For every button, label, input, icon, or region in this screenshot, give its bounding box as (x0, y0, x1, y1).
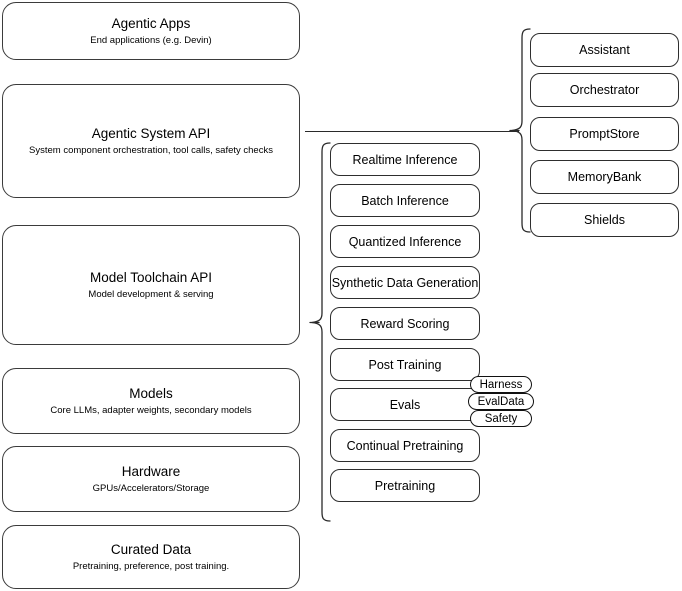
component-label: Quantized Inference (348, 234, 462, 249)
evals-tag-label: EvalData (477, 395, 525, 408)
component-label: Batch Inference (361, 193, 449, 208)
component-label: Reward Scoring (360, 316, 450, 331)
component-label: Evals (389, 397, 421, 412)
evals-tag-label: Harness (479, 378, 523, 391)
evals-tag-label: Safety (484, 412, 518, 425)
layer-subtitle: System component orchestration, tool cal… (29, 144, 273, 156)
layer-subtitle: Model development & serving (88, 288, 214, 300)
evals-tag-evaldata[interactable]: EvalData (468, 393, 534, 410)
component-label: Realtime Inference (352, 152, 458, 167)
layer-box-hardware[interactable]: Hardware GPUs/Accelerators/Storage (2, 446, 300, 512)
evals-tag-harness[interactable]: Harness (470, 376, 532, 393)
component-box-batch-inference[interactable]: Batch Inference (330, 184, 480, 217)
component-label: Synthetic Data Generation (331, 275, 479, 290)
component-box-memorybank[interactable]: MemoryBank (530, 160, 679, 194)
component-box-pretraining[interactable]: Pretraining (330, 469, 480, 502)
connector-agentic-system-api-to-components (305, 131, 519, 133)
layer-title: Model Toolchain API (89, 269, 213, 285)
component-box-continual-pretraining[interactable]: Continual Pretraining (330, 429, 480, 462)
component-label: Assistant (579, 43, 630, 57)
layer-box-model-toolchain-api[interactable]: Model Toolchain API Model development & … (2, 225, 300, 345)
component-box-quantized-inference[interactable]: Quantized Inference (330, 225, 480, 258)
layer-title: Agentic System API (91, 125, 211, 141)
component-label: Continual Pretraining (346, 438, 464, 453)
component-label: Pretraining (374, 478, 436, 493)
layer-title: Agentic Apps (111, 15, 191, 31)
layer-box-agentic-system-api[interactable]: Agentic System API System component orch… (2, 84, 300, 198)
evals-tag-safety[interactable]: Safety (470, 410, 532, 427)
layer-title: Curated Data (110, 541, 192, 557)
layer-subtitle: Pretraining, preference, post training. (72, 560, 230, 572)
component-label: Shields (584, 213, 625, 227)
component-box-shields[interactable]: Shields (530, 203, 679, 237)
layer-subtitle: Core LLMs, adapter weights, secondary mo… (50, 404, 252, 416)
component-box-orchestrator[interactable]: Orchestrator (530, 73, 679, 107)
component-label: MemoryBank (567, 170, 642, 184)
layer-box-models[interactable]: Models Core LLMs, adapter weights, secon… (2, 368, 300, 434)
component-label: Orchestrator (569, 83, 640, 97)
component-box-reward-scoring[interactable]: Reward Scoring (330, 307, 480, 340)
layer-box-agentic-apps[interactable]: Agentic Apps End applications (e.g. Devi… (2, 2, 300, 60)
component-box-realtime-inference[interactable]: Realtime Inference (330, 143, 480, 176)
brace-toolchain-components (309, 142, 331, 522)
component-label: PromptStore (569, 127, 640, 141)
layer-subtitle: End applications (e.g. Devin) (90, 34, 212, 46)
component-box-synthetic-data-generation[interactable]: Synthetic Data Generation (330, 266, 480, 299)
layer-title: Hardware (121, 463, 181, 479)
layer-box-curated-data[interactable]: Curated Data Pretraining, preference, po… (2, 525, 300, 589)
component-box-assistant[interactable]: Assistant (530, 33, 679, 67)
layer-subtitle: GPUs/Accelerators/Storage (92, 482, 210, 494)
component-box-promptstore[interactable]: PromptStore (530, 117, 679, 151)
brace-agentic-components (509, 28, 531, 233)
component-label: Post Training (368, 357, 442, 372)
component-box-post-training[interactable]: Post Training (330, 348, 480, 381)
layer-title: Models (129, 385, 173, 401)
component-box-evals[interactable]: Evals (330, 388, 480, 421)
